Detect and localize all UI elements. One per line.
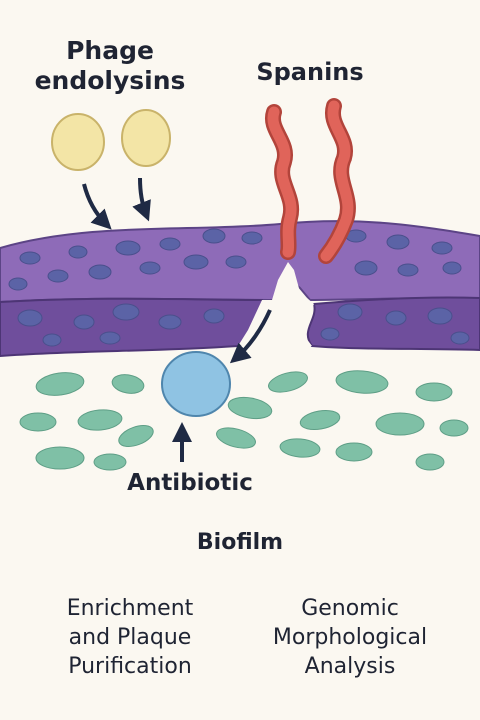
membrane-dot [99,331,121,345]
membrane-dot [68,245,88,259]
membrane-dot [427,307,453,325]
biofilm-cell-icon [299,409,341,431]
membrane-dot [203,308,225,324]
membrane-dot [47,269,69,283]
membrane-dot [354,260,378,276]
membrane-dot [17,309,43,327]
membrane-dot [73,314,95,330]
biofilm-cell-icon [93,453,127,471]
membrane-dot [202,228,226,244]
arrow-icon [229,309,272,364]
spanins-label: Spanins [256,58,364,86]
arrow-icon [82,183,112,230]
biofilm-label: Biofilm [196,530,284,555]
biofilm-cell-icon [35,372,85,396]
arrow-icon [132,177,151,222]
enrichment-label: Enrichment and Plaque Purification [66,596,194,680]
genomic-analysis-label: Genomic Morphological Analysis [272,596,428,680]
membrane-rupture [238,262,314,346]
membrane-dot [385,310,407,326]
inner-membrane [0,296,480,358]
membrane-dot [42,333,62,347]
membrane-dot [183,254,209,270]
membrane-dot [88,264,112,280]
membrane-dot [8,277,28,291]
membrane-dot [450,331,470,345]
biofilm-cell-icon [335,442,373,462]
biofilm-cell-icon [335,370,389,394]
membrane-dot [115,240,141,256]
biofilm-cell-icon [279,438,321,458]
biofilm-cell-icon [375,412,425,436]
biofilm-cell-icon [111,374,145,394]
membrane-dot [397,263,419,277]
phage-endolysins-label: Phage endolysins [34,36,186,95]
antibiotic-molecule-icon [161,351,231,417]
membrane-dot [241,231,263,245]
membrane-dot [320,327,340,341]
membrane-dot [159,237,181,251]
antibiotic-label: Antibiotic [127,470,253,496]
biofilm-cell-icon [415,453,445,471]
biofilm-cell-icon [227,396,273,420]
membrane-dot [386,234,410,250]
biofilm-cell-icon [268,371,308,393]
endolysin-particle-icon [121,109,171,167]
biofilm-cells [19,370,469,471]
membrane-dot [19,251,41,265]
membrane-dot [431,241,453,255]
membrane-dot [112,303,140,321]
biofilm-cell-icon [216,427,256,449]
biofilm-cell-icon [35,446,85,470]
biofilm-cell-icon [19,412,57,432]
biofilm-cell-icon [77,409,123,431]
membrane-dot [337,303,363,321]
membrane-dot [139,261,161,275]
membrane-dot [158,314,182,330]
biofilm-cell-icon [415,382,453,402]
membrane-dots [8,228,470,347]
membrane-dot [442,261,462,275]
membrane-dot [225,255,247,269]
biofilm-cell-icon [118,425,154,447]
biofilm-cell-icon [439,419,469,437]
endolysin-particle-icon [51,113,105,171]
